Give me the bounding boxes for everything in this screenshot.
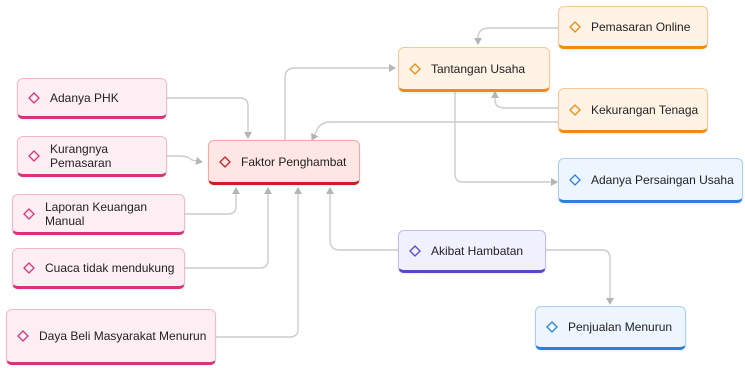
edge-center-tantangan <box>284 64 396 140</box>
diamond-icon <box>409 62 421 75</box>
node-label: Tantangan Usaha <box>431 61 526 76</box>
edge-pemasaran-online <box>474 27 558 45</box>
diamond-icon <box>28 91 40 104</box>
node-label: Adanya Persaingan Usaha <box>591 172 734 187</box>
diamond-icon <box>546 321 558 333</box>
cause-node-adanya-phk[interactable]: Adanya PHK <box>17 78 167 119</box>
node-label: Kekurangan Tenaga <box>591 102 699 117</box>
node-label: Daya Beli Masyarakat Menurun <box>39 329 207 343</box>
node-label: Faktor Penghambat <box>241 154 347 169</box>
cause-node-daya-beli[interactable]: Daya Beli Masyarakat Menurun <box>6 309 216 365</box>
edge-tantangan-persaingan <box>454 92 558 186</box>
node-label: Cuaca tidak mendukung <box>45 260 175 275</box>
diamond-icon <box>17 330 29 342</box>
edge-kurangnya-pemasaran <box>167 155 203 165</box>
diamond-icon <box>569 20 581 33</box>
edge-akibat-penjualan <box>546 249 614 305</box>
node-label: Kurangnya Pemasaran <box>50 141 112 170</box>
edge-kekurangan-center <box>311 121 558 141</box>
node-label: Laporan Keuangan Manual <box>45 199 148 228</box>
cause-node-laporan-keuangan[interactable]: Laporan Keuangan Manual <box>12 194 185 235</box>
edge-laporan-keuangan <box>185 187 240 215</box>
edge-daya-beli <box>216 187 302 338</box>
diamond-icon <box>23 261 35 274</box>
challenge-node-pemasaran-online[interactable]: Pemasaran Online <box>558 6 708 49</box>
edge-adanya-phk <box>167 97 252 139</box>
diamond-icon <box>23 207 35 220</box>
diamond-icon <box>409 244 421 257</box>
cause-node-kurangnya-pemasaran[interactable]: Kurangnya Pemasaran <box>17 136 167 177</box>
edge-cuaca <box>185 187 272 269</box>
challenge-node-kekurangan-tenaga[interactable]: Kekurangan Tenaga <box>558 88 708 133</box>
cause-node-cuaca[interactable]: Cuaca tidak mendukung <box>12 248 185 289</box>
effect-node-akibat-hambatan[interactable]: Akibat Hambatan <box>398 230 546 273</box>
effect-node-penjualan-menurun[interactable]: Penjualan Menurun <box>535 306 686 350</box>
diamond-icon <box>219 155 231 168</box>
node-label: Pemasaran Online <box>591 19 691 34</box>
node-label: Penjualan Menurun <box>568 320 673 334</box>
diamond-icon <box>569 173 581 186</box>
challenge-node-tantangan-usaha[interactable]: Tantangan Usaha <box>398 47 550 92</box>
center-node-faktor-penghambat[interactable]: Faktor Penghambat <box>208 140 360 185</box>
challenge-node-persaingan-usaha[interactable]: Adanya Persaingan Usaha <box>558 158 743 203</box>
node-label: Akibat Hambatan <box>431 243 524 258</box>
node-label: Adanya PHK <box>50 90 119 105</box>
edge-kekurangan-tenaga <box>491 91 558 109</box>
diamond-icon <box>28 149 40 162</box>
edge-akibat-center <box>326 187 398 251</box>
diamond-icon <box>569 103 581 116</box>
